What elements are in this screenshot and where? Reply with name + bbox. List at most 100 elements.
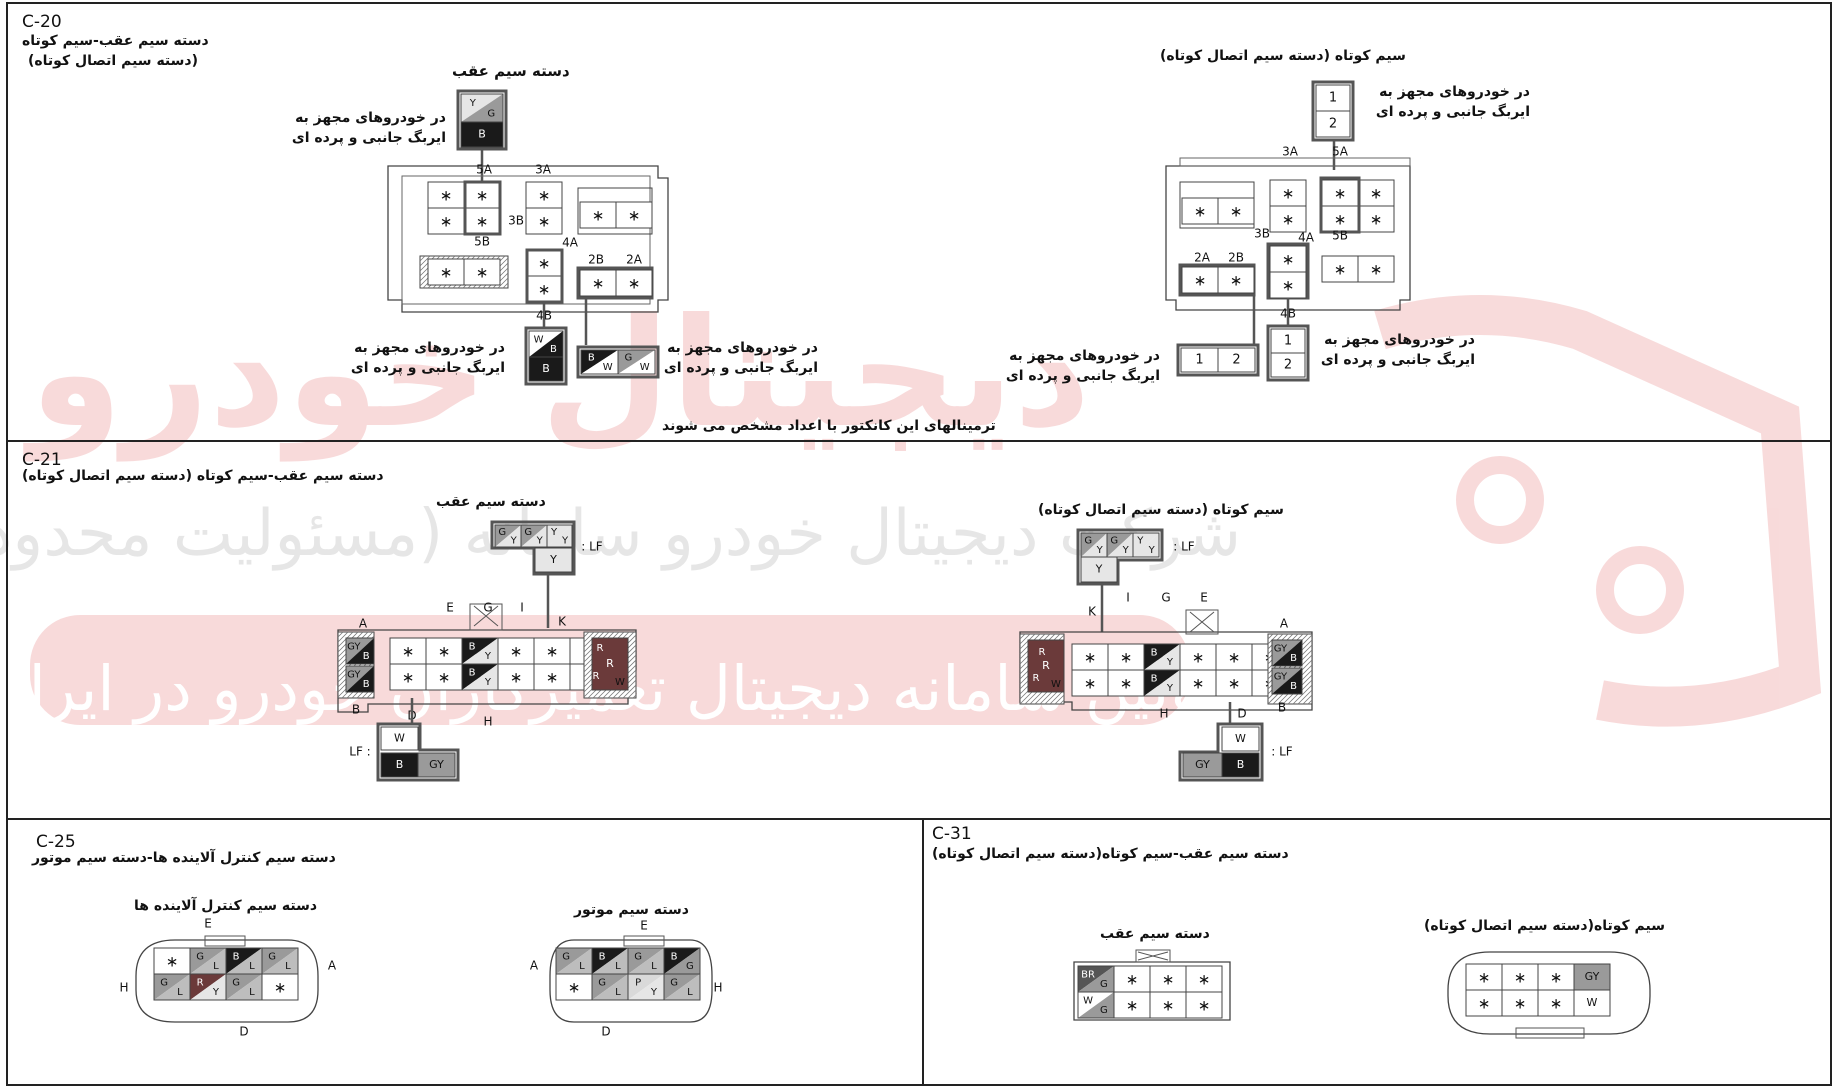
wire-split-b [556,948,592,974]
wire-code: G [1100,1005,1108,1016]
diagram-label: A [530,959,539,973]
diagram-label: 3B [508,214,524,228]
terminal-number: 1 [1284,334,1292,349]
outline-shape [623,935,665,947]
terminal-star: ∗ [1194,203,1207,221]
wire-code: G [1110,536,1118,547]
terminal-cell [1179,643,1217,671]
terminal-star: ∗ [1370,261,1383,279]
wire-cell [1271,639,1303,667]
wire-code: G [1084,536,1092,547]
wire-split-b [1107,533,1133,557]
wire-code: L [177,987,183,998]
wire-split-b [618,350,655,374]
terminal-cell [615,269,653,297]
terminal-cell [1357,255,1395,283]
terminal-star: ∗ [1084,649,1097,667]
diagram-label: E [640,919,648,933]
wire-cell [663,973,701,1001]
wire-cell [591,637,629,691]
wire-code: Y [1166,657,1174,668]
connector-body [549,939,713,1023]
wire-code: Y [1122,545,1130,556]
terminal-star: ∗ [510,643,523,661]
hatch-line [1297,689,1313,705]
wire-code: B [1237,758,1245,771]
outline-shape [1185,609,1219,635]
terminal-cell [525,207,563,235]
hatch-line [337,631,349,643]
wire-code: B [478,128,486,141]
wire-code: Y [1096,545,1104,556]
c31-code: C-31 [932,824,972,844]
wire-split-b [664,974,700,1000]
wire-code: W [640,362,650,373]
wire-code: L [285,961,291,972]
terminal-star: ∗ [1120,675,1133,693]
wire-split-b [628,948,664,974]
terminal-cell [1270,328,1306,354]
diagram-label: R [1033,673,1040,684]
terminal-star: ∗ [402,643,415,661]
terminal-cell [1501,963,1539,991]
wire-code: B [363,679,370,690]
terminal-cell [1113,965,1151,993]
diagram-label: 2A [1194,251,1211,265]
wire-split-b [346,666,374,692]
wire-code: G [268,951,276,962]
terminal-star: ∗ [1550,969,1563,987]
diagram-label: LF : [349,745,370,759]
terminal-cell [1185,991,1223,1019]
wire-code: Y [1166,683,1174,694]
connector-body [135,939,319,1023]
terminal-star: ∗ [1198,997,1211,1015]
wire-code: W [1587,996,1598,1009]
pin-box [490,520,576,576]
c25-title: دسته سیم کنترل آلاینده ها-دسته سیم موتور [32,850,336,866]
wire-code: G [498,527,506,538]
wire-code: G [487,109,495,120]
terminal-cell [261,973,299,1001]
wire-split-b [521,525,547,547]
wire-split-b [1078,992,1114,1018]
wire-cell [1221,726,1260,752]
wire-code: GY [347,669,361,680]
diagram-label: G [483,601,492,615]
terminal-cell [1357,205,1395,233]
diagram-label: : LF [581,540,603,554]
wire-split-b [1272,668,1302,694]
wire-cell [528,356,564,382]
wire-code: B [588,353,595,364]
terminal-star: ∗ [1162,997,1175,1015]
wire-code: L [651,961,657,972]
terminal-star: ∗ [1514,995,1527,1013]
connector-body [387,165,669,313]
wire-code: B [233,951,240,962]
terminal-cell [525,181,563,209]
terminal-star: ∗ [568,979,581,997]
terminal-star: ∗ [510,669,523,687]
terminal-cell [1071,669,1109,697]
terminal-star: ∗ [1334,261,1347,279]
wire-split-b [462,664,498,690]
diagram-label: : LF [1173,540,1195,554]
terminal-star: ∗ [592,207,605,225]
wire-split-b [154,974,190,1000]
terminal-cell [1269,205,1307,233]
hatch-line [419,255,431,267]
wire-split-b [190,948,226,974]
panel-c31 [922,818,1832,1086]
c25-code: C-25 [36,832,76,852]
hatch-line [1019,633,1026,640]
wire-code: B [469,667,476,678]
wire-code: G [624,353,632,364]
terminal-star: ∗ [1282,277,1295,295]
wire-cell [1271,667,1303,695]
wire-code: Y [484,651,492,662]
wire-code: Y [469,98,477,109]
wire-code: G [196,951,204,962]
diagram-label: H [1159,707,1168,721]
hatch-line [1267,633,1274,640]
